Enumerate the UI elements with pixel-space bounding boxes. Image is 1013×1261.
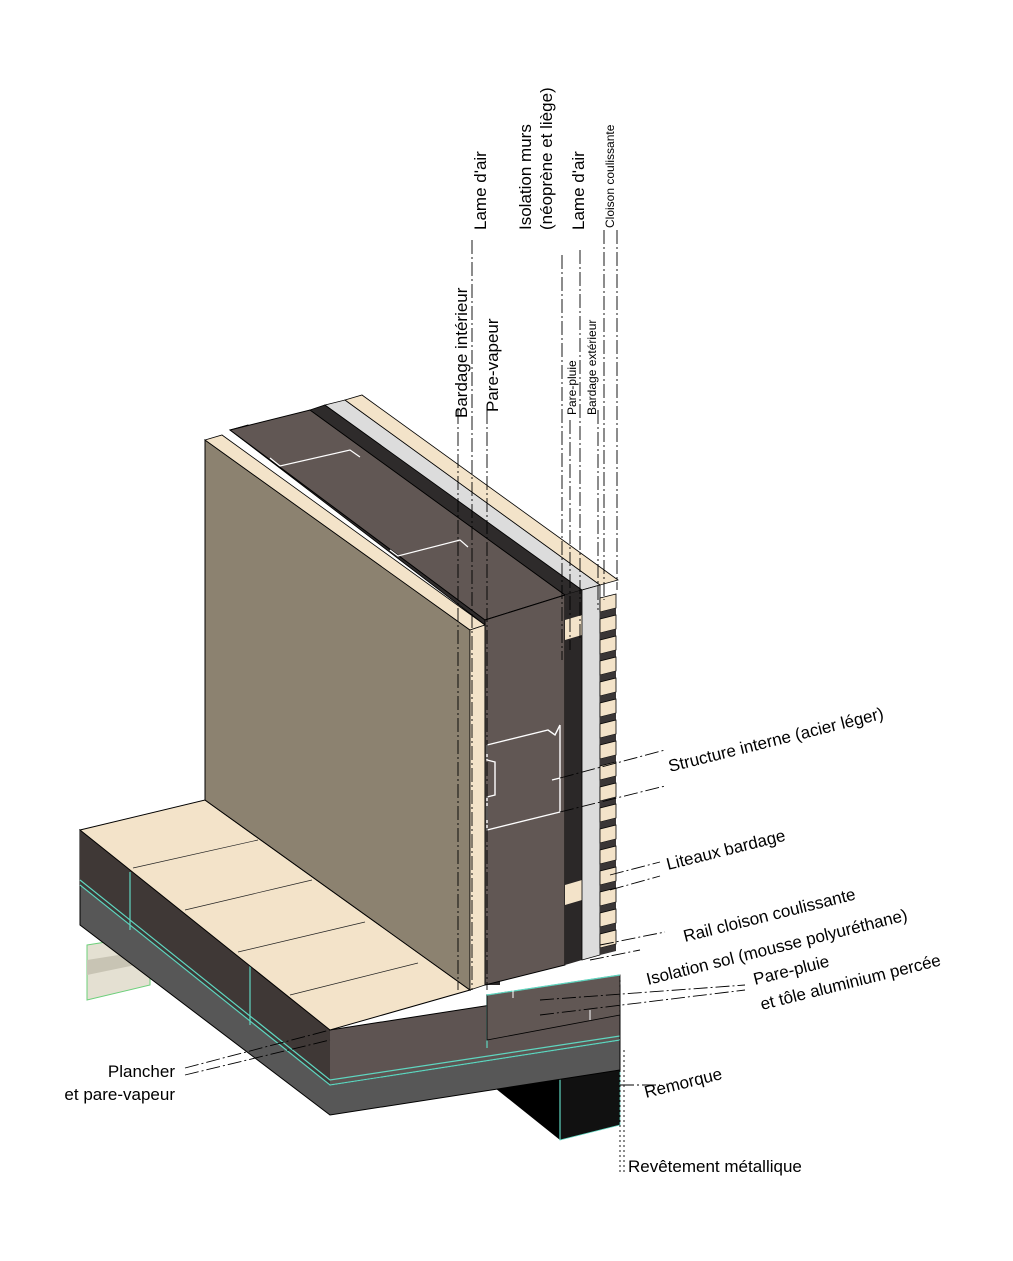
left-labels: Plancher et pare-vapeur	[64, 1062, 175, 1104]
exterior-cladding-panel	[324, 399, 601, 961]
label-cloison-coulissante: Cloison coulissante	[603, 124, 617, 228]
cladding-battens	[344, 394, 619, 955]
label-plancher: Plancher	[108, 1062, 175, 1081]
label-tole-aluminium: et tôle aluminium percée	[758, 951, 942, 1014]
label-remorque: Remorque	[642, 1064, 724, 1102]
batten-gap	[600, 797, 616, 808]
batten-gap	[600, 629, 616, 640]
label-structure-interne: Structure interne (acier léger)	[666, 704, 885, 776]
wall-insulation-block	[228, 409, 567, 986]
batten-gap	[600, 839, 616, 850]
label-revetement: Revêtement métallique	[628, 1157, 802, 1176]
batten-gap	[600, 923, 616, 934]
floor-insulation	[79, 828, 621, 1086]
label-liteaux-bardage: Liteaux bardage	[664, 826, 787, 874]
label-lame-air-2: Lame d'air	[569, 151, 588, 230]
batten-gap	[600, 692, 616, 703]
batten-gap	[600, 881, 616, 892]
batten-gap	[600, 713, 616, 724]
rain-barrier-layer	[309, 404, 583, 965]
label-bardage-interieur: Bardage intérieur	[452, 287, 471, 418]
vertical-labels: Bardage intérieur Lame d'air Pare-vapeur…	[452, 87, 617, 418]
label-isolation-murs: Isolation murs	[516, 124, 535, 230]
batten-gap	[600, 818, 616, 829]
label-pare-vapeur: Pare-vapeur	[483, 318, 502, 412]
batten-gap	[600, 776, 616, 787]
batten-gap	[600, 608, 616, 619]
batten-gap	[600, 734, 616, 745]
label-pare-vapeur-sol: et pare-vapeur	[64, 1085, 175, 1104]
batten-gap	[600, 755, 616, 766]
label-pare-pluie: Pare-pluie	[565, 360, 579, 415]
batten-gap	[600, 650, 616, 661]
batten-gap	[600, 902, 616, 913]
label-lame-air-1: Lame d'air	[471, 151, 490, 230]
batten-gap	[600, 944, 616, 955]
label-bardage-exterieur: Bardage extérieur	[585, 320, 599, 415]
batten-gap	[600, 671, 616, 682]
right-labels: Structure interne (acier léger) Liteaux …	[628, 704, 943, 1176]
leader-lines	[184, 230, 746, 1175]
label-isolation-murs-detail: (néoprène et liège)	[537, 87, 556, 230]
batten-gap	[600, 860, 616, 871]
